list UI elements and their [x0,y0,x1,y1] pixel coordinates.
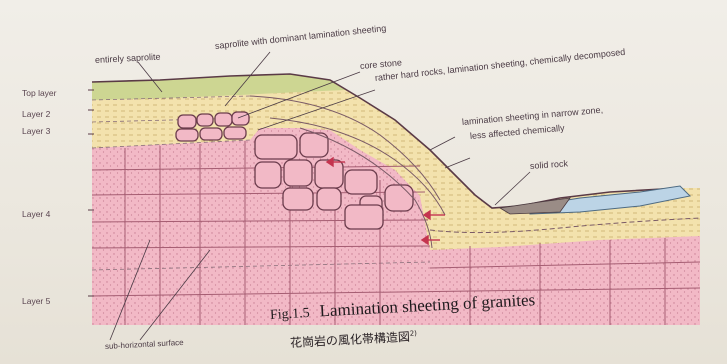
layer-label-2: Layer 2 [22,110,50,119]
layer-label-5: Layer 5 [22,297,50,306]
layer-label-3: Layer 3 [22,127,50,136]
figure-number: Fig.1.5 [270,306,310,323]
layer-label-4: Layer 4 [22,210,50,219]
figure-reference: 2) [410,329,418,337]
layer-label-top: Top layer [22,89,57,98]
